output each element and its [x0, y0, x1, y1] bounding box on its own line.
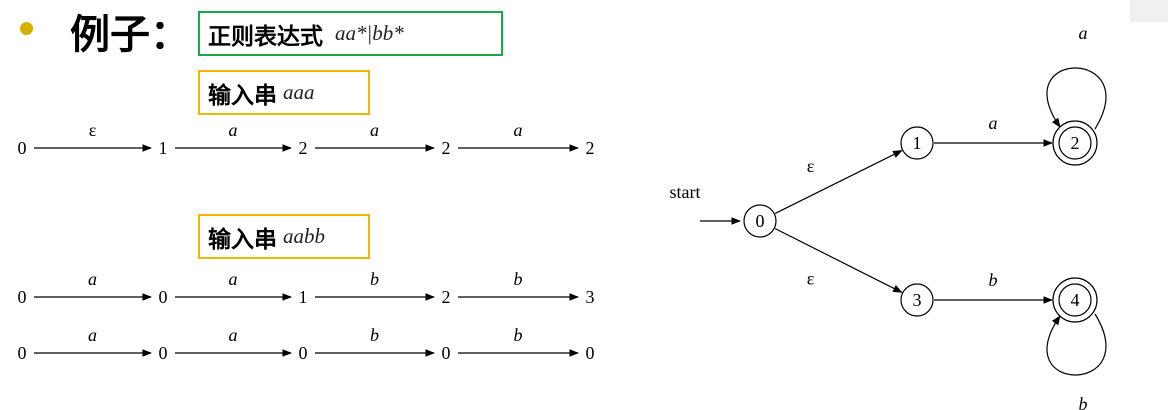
input-string: aaa [283, 80, 315, 104]
transition-3-4: b [934, 270, 1053, 304]
sequence-state: 2 [299, 138, 308, 158]
sequence-symbol: a [88, 325, 97, 345]
sequence-symbol: b [514, 269, 523, 289]
sequence-symbol: ε [89, 120, 97, 140]
state-circle [900, 283, 934, 317]
regex-expression: aa*|bb* [335, 21, 404, 45]
sequence-state: 2 [442, 287, 451, 307]
sequence-state: 0 [18, 343, 27, 363]
transition-0-1: ε [774, 150, 903, 214]
state-circle [900, 126, 934, 160]
sequence-state: 2 [442, 138, 451, 158]
transition-symbol: b [1079, 394, 1088, 410]
state-label: 3 [913, 290, 922, 310]
nfa-state-3: 3 [900, 283, 934, 317]
transition-1-2: a [934, 113, 1053, 147]
sequence-state: 0 [159, 343, 168, 363]
nfa-state-4: 4 [1052, 277, 1098, 323]
state-circle [1058, 126, 1092, 160]
regex-box: 正则表达式 aa*|bb* [198, 11, 503, 56]
transition-2-2: a [1046, 23, 1107, 130]
input-label: 输入串 [208, 81, 277, 108]
self-loop-arrow [1046, 67, 1107, 130]
input-label: 输入串 [208, 225, 277, 252]
sequence-symbol: a [229, 269, 238, 289]
nfa-state-1: 1 [900, 126, 934, 160]
sequence-symbol: a [370, 120, 379, 140]
self-loop-arrow [1046, 313, 1107, 376]
sequence-state: 1 [159, 138, 168, 158]
bullet-icon [20, 22, 33, 35]
state-circle [1058, 283, 1092, 317]
state-label: 2 [1071, 133, 1080, 153]
sequence-symbol: a [229, 325, 238, 345]
sequence-state: 1 [299, 287, 308, 307]
sequence-state: 3 [586, 287, 595, 307]
sequence-state: 0 [299, 343, 308, 363]
sequence-symbol: a [229, 120, 238, 140]
sequence-state: 2 [586, 138, 595, 158]
sequence-symbol: a [88, 269, 97, 289]
input-box-aabb: 输入串 aabb [198, 214, 370, 259]
sequence-symbol: b [370, 325, 379, 345]
transition-symbol: ε [807, 156, 815, 176]
sequence-row: 0 1 2 2 2 ε a a a [18, 120, 595, 158]
state-label: 1 [913, 133, 922, 153]
sequence-symbol: b [514, 325, 523, 345]
nfa-state-0: 0 [743, 204, 777, 238]
transition-arrow [774, 228, 903, 293]
transition-symbol: a [989, 113, 998, 133]
sequence-state: 0 [18, 287, 27, 307]
transition-symbol: ε [807, 269, 815, 289]
sequence-state: 0 [442, 343, 451, 363]
sequence-state: 0 [586, 343, 595, 363]
state-circle [743, 204, 777, 238]
regex-label: 正则表达式 [208, 22, 323, 49]
transition-arrow [774, 150, 903, 214]
start-label: start [670, 182, 701, 202]
state-label: 4 [1071, 290, 1080, 310]
transition-symbol: b [989, 270, 998, 290]
sequence-row: 0 0 0 0 0 a a b b [18, 325, 595, 363]
transition-4-4: b [1046, 313, 1107, 410]
state-label: 0 [756, 211, 765, 231]
input-box-aaa: 输入串 aaa [198, 70, 370, 115]
sequence-state: 0 [159, 287, 168, 307]
sequence-row: 0 0 1 2 3 a a b b [18, 269, 595, 307]
transition-0-3: ε [774, 228, 903, 293]
input-string: aabb [283, 224, 325, 248]
transition-symbol: a [1079, 23, 1088, 43]
sequence-state: 0 [18, 138, 27, 158]
slide-heading: 例子： [70, 13, 190, 57]
sequence-symbol: a [514, 120, 523, 140]
nfa-state-2: 2 [1052, 120, 1098, 166]
slide-edge-panel [1130, 22, 1168, 410]
sequence-symbol: b [370, 269, 379, 289]
